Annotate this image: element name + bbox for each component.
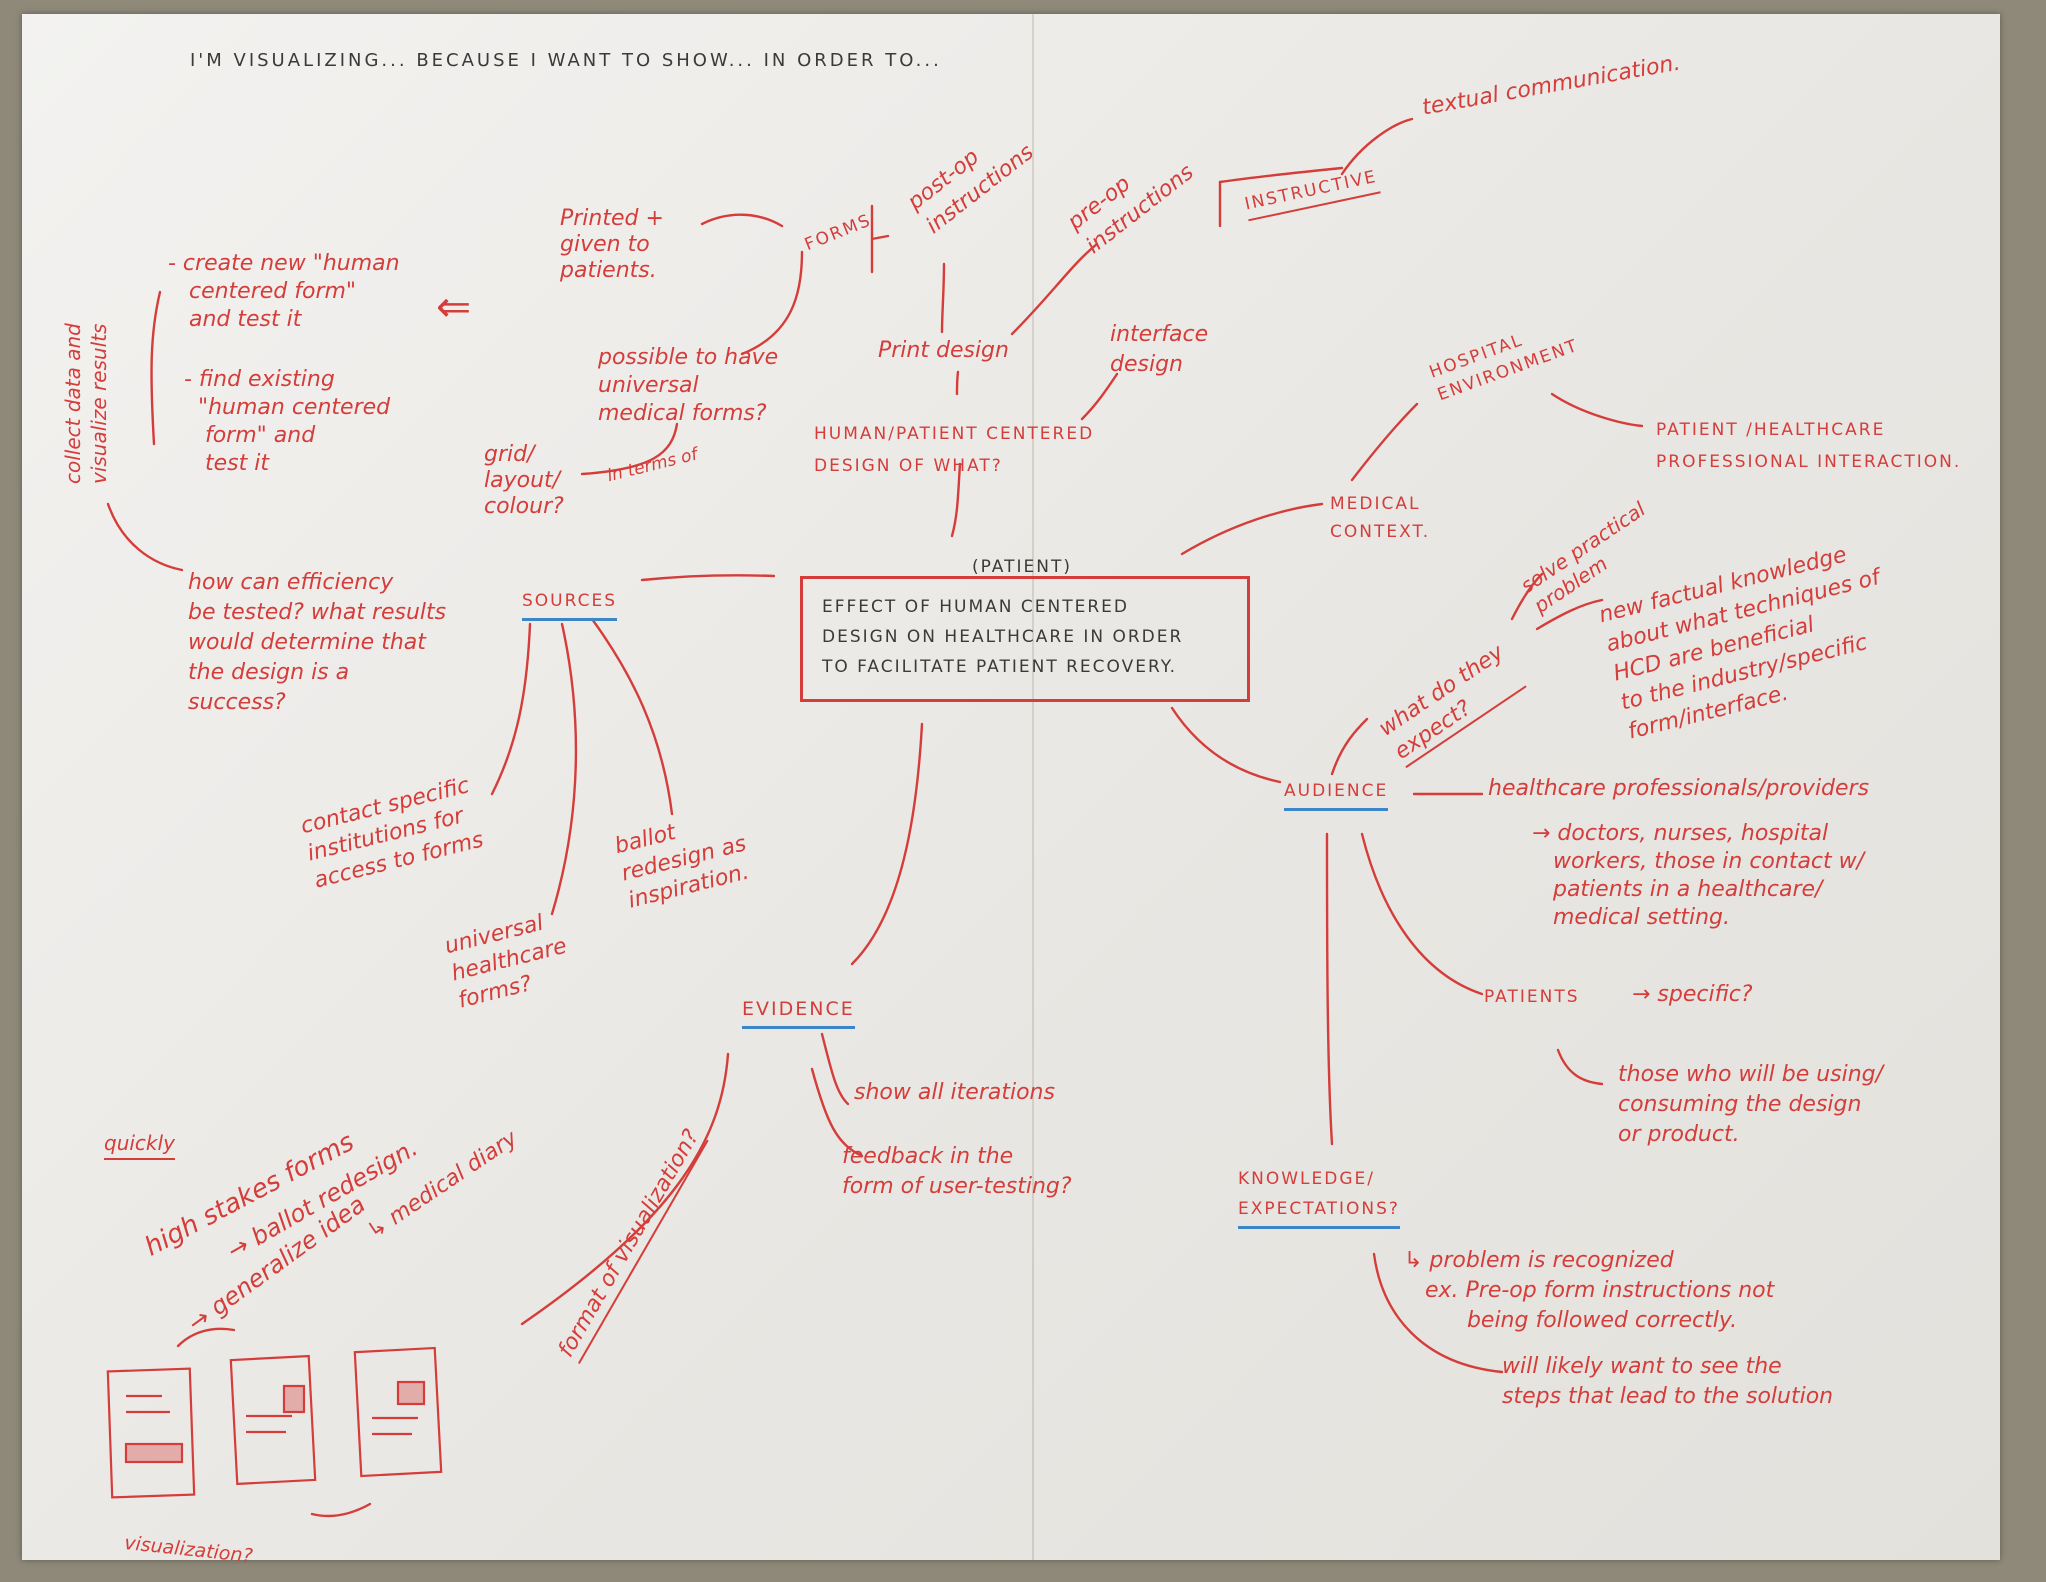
- those-using-note: those who will be using/ consuming the d…: [1618, 1062, 1884, 1147]
- interface-design-label: interface design: [1110, 322, 1209, 377]
- paper-sheet: I'M VISUALIZING... BECAUSE I WANT TO SHO…: [22, 14, 2000, 1567]
- link-forms-universal: [740, 250, 804, 356]
- link-audience-patients: [1360, 832, 1484, 996]
- link-audience-knowledge: [1325, 832, 1334, 1146]
- printed-given-note: Printed + given to patients.: [560, 206, 664, 283]
- quickly-note: quickly: [104, 1128, 175, 1160]
- link-sources-ballot: [590, 617, 674, 816]
- link-center-sources: [640, 574, 776, 582]
- medical-context-label: MEDICAL CONTEXT.: [1330, 494, 1431, 542]
- feedback-testing-note: feedback in the form of user-testing?: [842, 1144, 1072, 1199]
- central-topic-box: [800, 576, 1250, 702]
- link-audience-expect: [1330, 717, 1369, 776]
- link-knowledge-steps: [1372, 1252, 1504, 1374]
- show-iterations-note: show all iterations: [854, 1080, 1055, 1105]
- patients-label: PATIENTS: [1484, 987, 1580, 1007]
- link-sketch-arrow-bottom: [310, 1502, 372, 1518]
- sketch-page-1: [106, 1367, 196, 1499]
- link-bracket-left: [150, 290, 162, 446]
- link-universal-grid: [580, 422, 679, 476]
- link-forms-printed: [700, 213, 784, 228]
- link-expect-practical: [1510, 572, 1544, 621]
- central-topic-text: EFFECT OF HUMAN CENTERED DESIGN ON HEALT…: [822, 597, 1184, 677]
- steps-to-solution-note: will likely want to see the steps that l…: [1502, 1354, 1834, 1409]
- mind-map-connectors: [106, 117, 1644, 1518]
- link-sources-contact: [490, 622, 532, 796]
- paper-fold: [1032, 14, 1034, 1560]
- left-arrow-glyph: ⇐: [436, 282, 472, 331]
- problem-recognized-note: ↳ problem is recognized ex. Pre-op form …: [1404, 1248, 1775, 1333]
- evidence-label: EVIDENCE: [742, 994, 855, 1029]
- link-expect-factual: [1535, 598, 1604, 631]
- link-design-interface: [1080, 372, 1119, 421]
- find-existing-form-note: - find existing "human centered form" an…: [184, 367, 391, 476]
- grid-layout-note: grid/ layout/ colour?: [484, 442, 564, 519]
- link-evidence-feedback: [810, 1067, 864, 1158]
- link-print-postop: [940, 262, 946, 334]
- link-bracket-forms: [870, 204, 890, 274]
- link-bracket-instructive: [1218, 166, 1344, 184]
- patient-professional-interaction-label: PATIENT /HEALTHCARE PROFESSIONAL INTERAC…: [1656, 420, 1962, 472]
- header-prompt: I'M VISUALIZING... BECAUSE I WANT TO SHO…: [190, 50, 942, 71]
- link-center-evidence: [850, 722, 924, 966]
- doctors-nurses-note: → doctors, nurses, hospital workers, tho…: [1532, 821, 1865, 930]
- audience-label: AUDIENCE: [1284, 776, 1389, 811]
- link-center-design: [950, 462, 962, 538]
- efficiency-question: how can efficiency be tested? what resul…: [188, 570, 447, 715]
- link-medical-hospital: [1350, 402, 1419, 482]
- link-sources-universal: [550, 622, 578, 916]
- central-topic-tag: (PATIENT): [972, 557, 1072, 577]
- link-hospital-interaction: [1550, 392, 1644, 428]
- link-instructive-textual: [1340, 117, 1414, 176]
- design-question: HUMAN/PATIENT CENTERED DESIGN OF WHAT?: [814, 424, 1095, 476]
- link-evidence-items: [820, 1032, 850, 1106]
- sketch-page-3: [353, 1346, 443, 1478]
- link-left-efficiency: [106, 502, 184, 572]
- print-design-label: Print design: [878, 338, 1009, 363]
- healthcare-professionals-note: healthcare professionals/providers: [1488, 776, 1870, 801]
- knowledge-expectations-label: KNOWLEDGE/ EXPECTATIONS?: [1238, 1164, 1400, 1229]
- link-patients-those: [1556, 1048, 1604, 1086]
- sketch-page-2: [229, 1354, 317, 1486]
- link-sketch-arrow-top: [176, 1327, 236, 1348]
- link-evidence-format: [520, 1052, 730, 1326]
- specific-question: → specific?: [1632, 982, 1753, 1007]
- link-center-audience: [1170, 706, 1282, 784]
- link-center-medical: [1180, 502, 1324, 556]
- link-print-preop: [1010, 242, 1099, 336]
- link-design-print: [955, 370, 960, 396]
- collect-data-note: collect data and visualize results: [61, 323, 111, 484]
- sources-label: SOURCES: [522, 586, 617, 621]
- create-new-form-note: - create new "human centered form" and t…: [168, 251, 400, 332]
- sketch-pages: [106, 1346, 443, 1499]
- universal-forms-question: possible to have universal medical forms…: [598, 345, 779, 426]
